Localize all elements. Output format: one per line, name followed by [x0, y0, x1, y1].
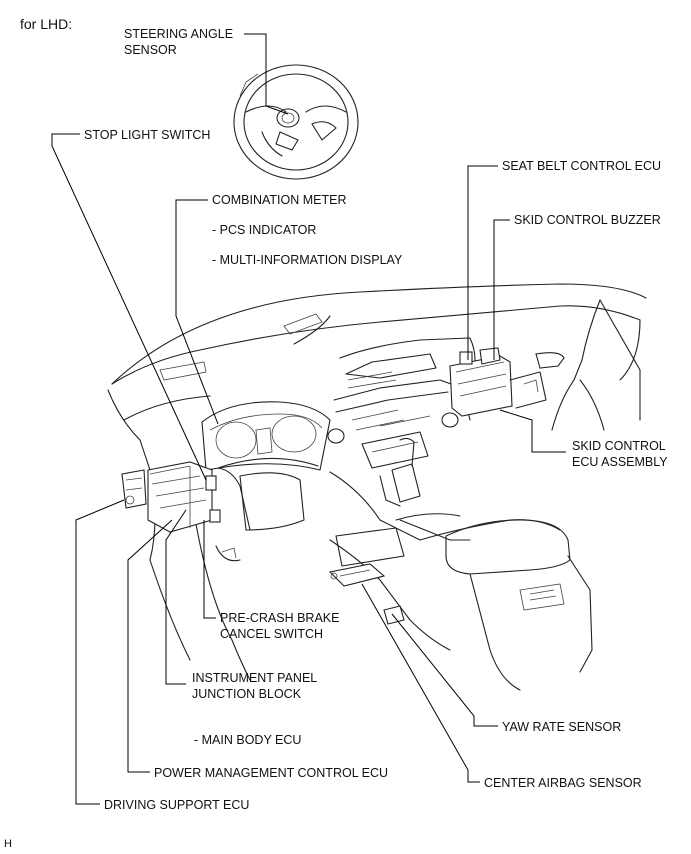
label-power-management-control-ecu: POWER MANAGEMENT CONTROL ECU: [154, 766, 389, 780]
yaw-rate-sensor-illustration: [383, 605, 405, 625]
label-main-body-ecu: - MAIN BODY ECU: [194, 733, 302, 747]
figure-code: H: [4, 838, 12, 850]
diagram-header: for LHD:: [20, 16, 73, 32]
label-steering-angle-sensor-line1: STEERING ANGLE: [124, 27, 234, 41]
label-pcs-indicator: - PCS INDICATOR: [212, 223, 317, 237]
label-center-airbag-sensor: CENTER AIRBAG SENSOR: [484, 776, 642, 790]
label-steering-angle-sensor-line2: SENSOR: [124, 43, 177, 57]
leader-lines: [51, 33, 566, 805]
label-driving-support-ecu: DRIVING SUPPORT ECU: [104, 798, 250, 812]
label-stop-light-switch: STOP LIGHT SWITCH: [84, 128, 211, 142]
steering-wheel-illustration: [233, 64, 359, 180]
label-skid-control-ecu-assembly-line2: ECU ASSEMBLY: [572, 455, 668, 469]
label-skid-control-buzzer: SKID CONTROL BUZZER: [514, 213, 661, 227]
label-pre-crash-brake-cancel-switch-line1: PRE-CRASH BRAKE: [220, 611, 340, 625]
label-instrument-panel-junction-block-line2: JUNCTION BLOCK: [192, 687, 302, 701]
label-combination-meter: COMBINATION METER: [212, 193, 347, 207]
combination-meter-illustration: [201, 401, 331, 531]
label-instrument-panel-junction-block-line1: INSTRUMENT PANEL: [192, 671, 318, 685]
label-seat-belt-control-ecu: SEAT BELT CONTROL ECU: [502, 159, 662, 173]
label-multi-information-display: - MULTI-INFORMATION DISPLAY: [212, 253, 403, 267]
label-yaw-rate-sensor: YAW RATE SENSOR: [502, 720, 622, 734]
label-skid-control-ecu-assembly-line1: SKID CONTROL: [572, 439, 666, 453]
dashboard-illustration: [107, 283, 647, 691]
skid-control-ecu-illustration: [449, 347, 565, 417]
junction-block-illustration: [147, 461, 221, 533]
driving-support-ecu-illustration: [121, 469, 147, 509]
label-pre-crash-brake-cancel-switch-line2: CANCEL SWITCH: [220, 627, 324, 641]
center-airbag-sensor-illustration: [328, 563, 386, 587]
